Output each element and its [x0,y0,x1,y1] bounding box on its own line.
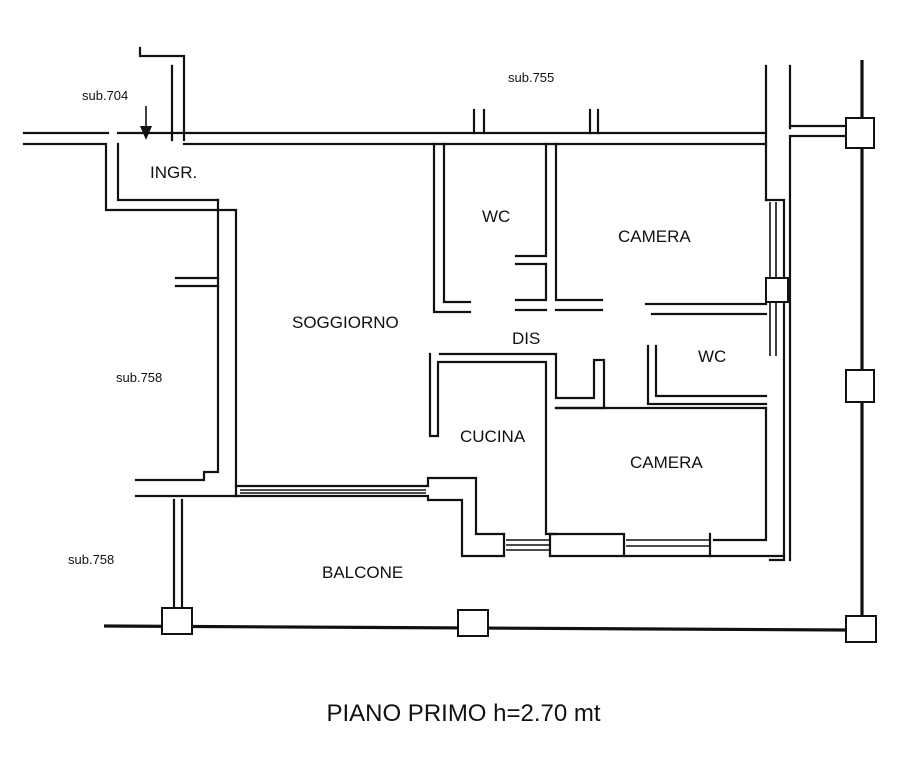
neighbor-label-sub-704: sub.704 [82,88,128,103]
room-label-balcony: BALCONE [322,563,403,582]
interior-walls [234,142,789,558]
room-label-wc-lower: WC [698,347,726,366]
room-label-living: SOGGIORNO [292,313,399,332]
neighbor-labels: sub.704 sub.755 sub.758 sub.758 [68,70,554,567]
entrance-arrow-icon [140,106,152,140]
room-label-bedroom-lower: CAMERA [630,453,703,472]
room-label-entrance: INGR. [150,163,197,182]
column [457,609,489,637]
room-label-kitchen: CUCINA [460,427,526,446]
room-label-wc-upper: WC [482,207,510,226]
column [845,369,875,403]
neighbor-label-sub-758-south: sub.758 [68,552,114,567]
room-label-bedroom-upper: CAMERA [618,227,691,246]
balcony-structure [103,60,877,643]
neighbor-label-sub-755: sub.755 [508,70,554,85]
neighbor-label-sub-758-west: sub.758 [116,370,162,385]
column [845,615,877,643]
plan-title: PIANO PRIMO h=2.70 mt [0,700,903,728]
column [845,117,875,149]
outer-walls [22,46,848,562]
column [161,607,193,635]
room-labels: INGR. WC CAMERA SOGGIORNO DIS WC CUCINA … [150,163,726,582]
room-label-hall: DIS [512,329,540,348]
plan-title-text: PIANO PRIMO h=2.70 mt [326,700,601,727]
